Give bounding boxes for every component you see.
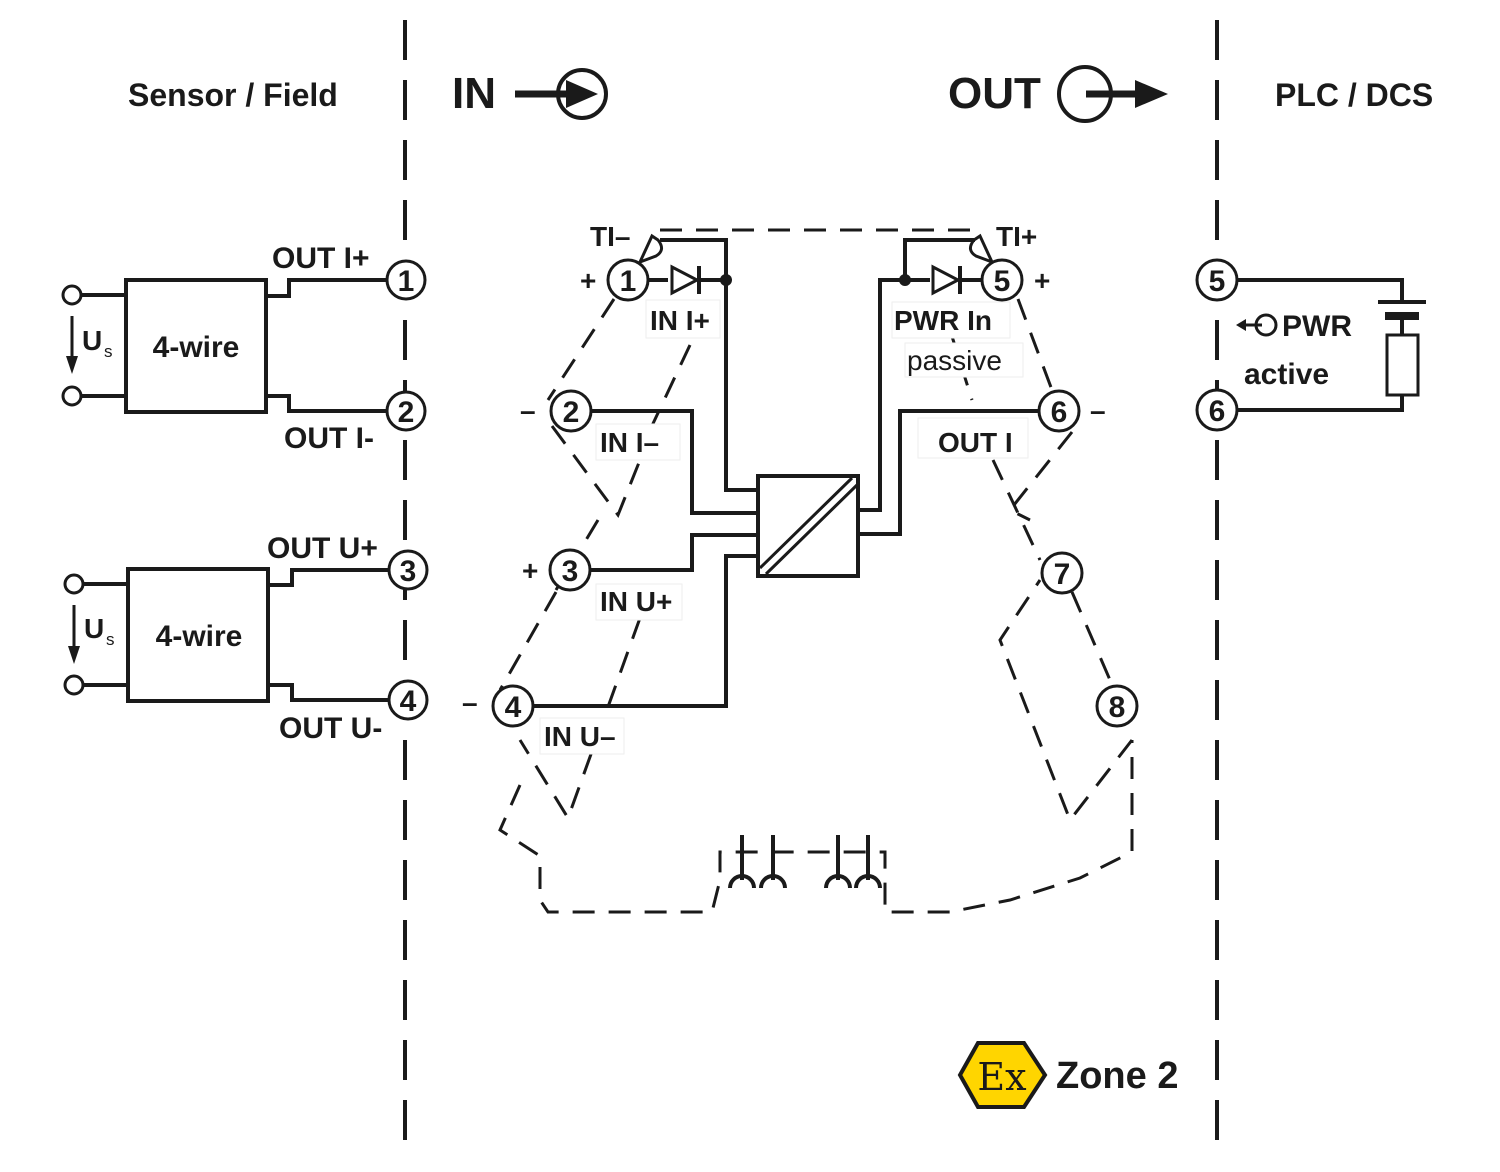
diode-icon-out — [931, 264, 962, 296]
field-terminal-4[interactable]: 4 — [387, 679, 429, 721]
power-source-arrow-icon — [1236, 313, 1278, 337]
field-terminal-1[interactable]: 1 — [385, 259, 427, 301]
sensor-box — [124, 278, 268, 414]
module-terminal-2[interactable]: 2 — [549, 389, 593, 433]
sensor-out-plus-label: OUT I+ — [272, 242, 370, 275]
ex-symbol: Ex — [977, 1055, 1026, 1099]
sensor-out-plus-label: OUT U+ — [267, 532, 378, 565]
plc-terminal-5[interactable]: 5 — [1195, 258, 1239, 302]
output-arrow-icon — [1057, 65, 1168, 123]
svg-text:4: 4 — [400, 685, 417, 718]
terminal-6-polarity: – — [1090, 395, 1106, 426]
isolation-converter-block — [756, 474, 860, 578]
svg-text:3: 3 — [400, 555, 417, 588]
sensor-box — [126, 567, 270, 703]
ti-minus-connector — [637, 233, 663, 265]
ti-plus-connector — [969, 233, 995, 265]
module-terminal-1[interactable]: 1 — [606, 258, 650, 302]
diode-icon-in — [670, 264, 701, 296]
input-arrow-icon — [515, 68, 608, 120]
module-wiring — [533, 238, 1040, 708]
passive-label: passive — [907, 345, 1002, 376]
plc-active-label: active — [1244, 358, 1329, 391]
sensor-out-minus-label: OUT U- — [279, 712, 382, 745]
module-terminal-3[interactable]: 3 — [548, 548, 592, 592]
supply-terminal-top — [63, 573, 85, 595]
zone-title-sensor-field: Sensor / Field — [128, 77, 338, 113]
sensor-box-label: 4-wire — [153, 331, 240, 364]
bus-connector-icon — [728, 835, 882, 889]
svg-text:7: 7 — [1054, 558, 1071, 591]
terminal-5-polarity: + — [1034, 265, 1050, 296]
in-i-plus-label: IN I+ — [650, 305, 710, 336]
plc-active-circuit: PWR active — [1236, 278, 1426, 412]
svg-text:2: 2 — [563, 396, 580, 429]
svg-text:2: 2 — [398, 396, 415, 429]
ti-plus-label: TI+ — [996, 221, 1037, 252]
module-terminal-5[interactable]: 5 — [980, 258, 1024, 302]
zone-label: Zone 2 — [1056, 1055, 1178, 1097]
svg-text:1: 1 — [398, 265, 415, 298]
supply-terminal-bottom — [63, 674, 85, 696]
zone-title-plc-dcs: PLC / DCS — [1275, 77, 1433, 113]
svg-text:4: 4 — [505, 691, 522, 724]
in-i-minus-label: IN I– — [600, 427, 659, 458]
supply-terminal-top — [61, 284, 83, 306]
in-u-plus-label: IN U+ — [600, 586, 672, 617]
terminal-4-polarity: – — [462, 687, 478, 718]
ex-hazard-icon: Ex — [957, 1041, 1048, 1109]
svg-text:8: 8 — [1109, 691, 1126, 724]
terminal-3-polarity: + — [522, 555, 538, 586]
ti-minus-label: TI– — [590, 221, 630, 252]
voltage-arrow-icon — [66, 316, 78, 374]
module-terminal-7[interactable]: 7 — [1040, 551, 1084, 595]
pwr-in-label: PWR In — [894, 305, 992, 336]
svg-text:3: 3 — [562, 555, 579, 588]
sensor-4wire-voltage: U s 4-wire OUT U+ OUT U- — [63, 532, 390, 745]
in-u-minus-label: IN U– — [544, 721, 616, 752]
sensor-out-minus-label: OUT I- — [284, 422, 374, 455]
svg-text:5: 5 — [994, 265, 1011, 298]
supply-subscript: s — [104, 342, 113, 361]
svg-text:1: 1 — [620, 265, 637, 298]
voltage-arrow-icon — [68, 605, 80, 664]
sensor-box-label: 4-wire — [156, 620, 243, 653]
sensor-4wire-current: U s 4-wire OUT I+ OUT I- — [61, 242, 388, 455]
supply-label: U — [82, 325, 102, 356]
module-terminal-6[interactable]: 6 — [1037, 389, 1081, 433]
supply-terminal-bottom — [61, 385, 83, 407]
field-terminal-3[interactable]: 3 — [387, 549, 429, 591]
terminal-2-polarity: – — [520, 395, 536, 426]
svg-text:6: 6 — [1051, 396, 1068, 429]
plc-terminal-6[interactable]: 6 — [1195, 388, 1239, 432]
svg-text:5: 5 — [1209, 265, 1226, 298]
plc-pwr-label: PWR — [1282, 310, 1352, 343]
svg-text:6: 6 — [1209, 395, 1226, 428]
supply-label: U — [84, 613, 104, 644]
out-i-label: OUT I — [938, 427, 1013, 458]
field-terminal-2[interactable]: 2 — [385, 390, 427, 432]
zone-title-in: IN — [452, 69, 496, 118]
supply-subscript: s — [106, 630, 115, 649]
module-terminal-8[interactable]: 8 — [1095, 684, 1139, 728]
resistor-icon — [1385, 333, 1420, 397]
module-terminal-4[interactable]: 4 — [491, 684, 535, 728]
zone-title-out: OUT — [948, 69, 1041, 118]
terminal-1-polarity: + — [580, 265, 596, 296]
